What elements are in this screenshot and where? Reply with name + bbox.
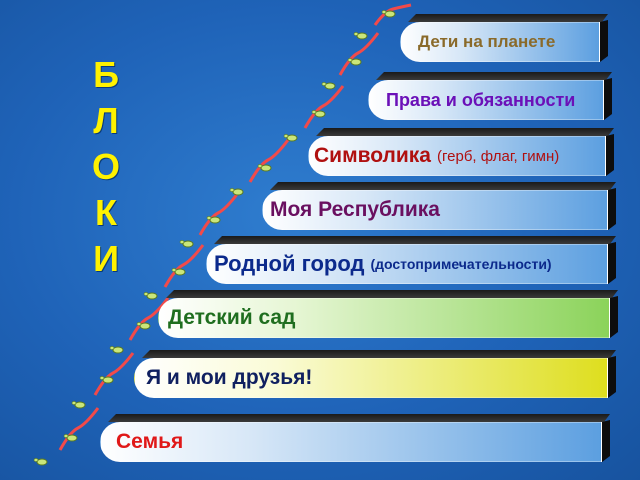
- block-step: Права и обязанности: [368, 72, 612, 120]
- title-letter: К: [95, 192, 117, 233]
- block-step: Дети на планете: [400, 14, 608, 62]
- block-label: Дети на планете: [418, 32, 556, 51]
- block-step: Детский сад: [158, 290, 618, 338]
- block-step: Родной город (достопримечательности): [206, 236, 616, 284]
- block-step: Символика (герб, флаг, гимн): [308, 128, 614, 176]
- block-step: Я и мои друзья!: [134, 350, 616, 398]
- block-label: Символика: [314, 144, 431, 167]
- block-label: Детский сад: [168, 306, 296, 329]
- block-label: Права и обязанности: [386, 89, 576, 110]
- title-letter: Б: [93, 54, 119, 95]
- title-letter: О: [91, 146, 120, 187]
- block-sublabel: (достопримечательности): [370, 256, 552, 272]
- block-step: Моя Республика: [262, 182, 616, 230]
- title-letter: Л: [93, 100, 119, 141]
- block-step: Семья: [100, 414, 610, 462]
- block-label: Моя Республика: [270, 198, 440, 221]
- block-label: Родной город: [214, 251, 365, 276]
- block-label: Семья: [116, 430, 184, 453]
- title-letter: И: [93, 238, 119, 279]
- block-sublabel: (герб, флаг, гимн): [437, 147, 560, 165]
- vertical-title-bloki: Б Л О К И: [88, 52, 124, 282]
- block-label: Я и мои друзья!: [146, 366, 313, 389]
